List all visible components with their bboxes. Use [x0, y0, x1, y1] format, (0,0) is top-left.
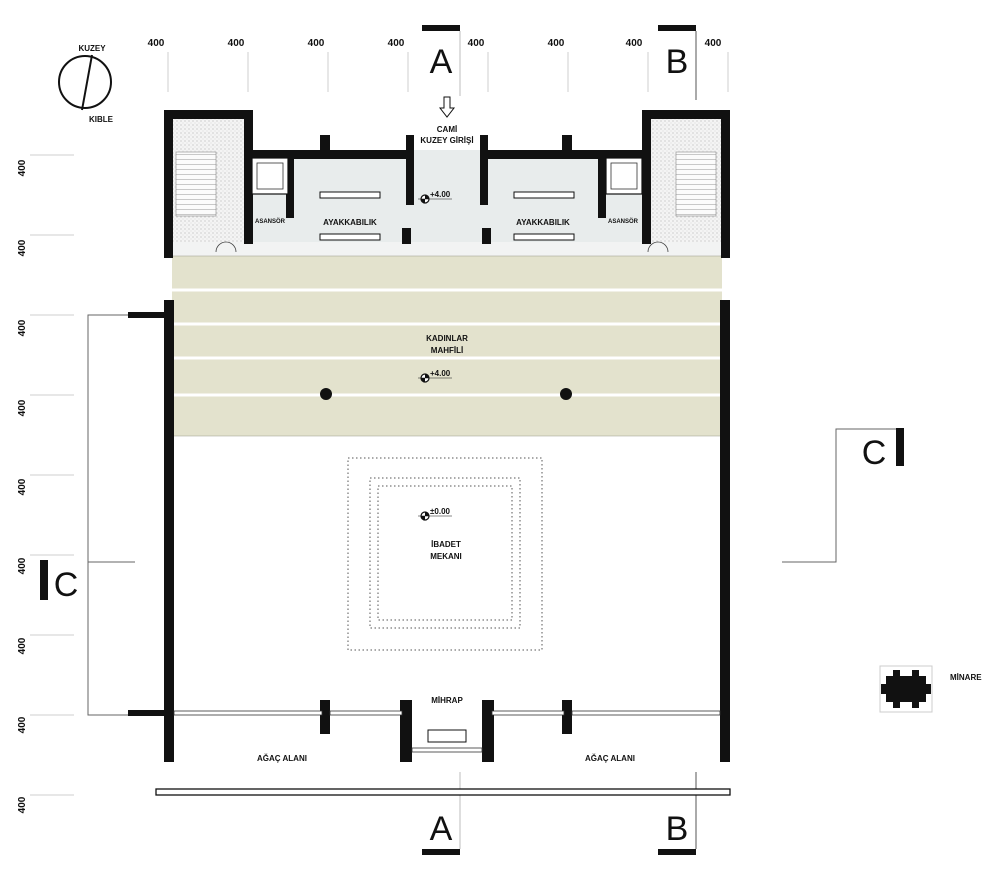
- dim-left-3: 400: [17, 319, 28, 336]
- left-stairs: [175, 151, 217, 217]
- compass-circle-icon: [58, 55, 112, 109]
- minaret-icon: [879, 665, 933, 713]
- site-plinth: [155, 788, 731, 796]
- dim-top-2: 400: [228, 38, 245, 49]
- womens-gallery-label-1: KADINLAR: [426, 334, 468, 343]
- room-labels: CAMİ KUZEY GİRİŞİ AYAKKABILIK AYAKKABILI…: [255, 125, 982, 763]
- womens-gallery-label-2: MAHFİLİ: [431, 346, 463, 355]
- shoe-room-right-label: AYAKKABILIK: [516, 218, 570, 227]
- section-a-label-bottom: A: [430, 810, 453, 848]
- dim-left-5: 400: [17, 478, 28, 495]
- entrance-label-1: CAMİ: [437, 125, 457, 134]
- elevator-left-label: ASANSÖR: [255, 218, 286, 225]
- mihrab-niche: [411, 729, 483, 753]
- entrance-arrow-icon: [438, 96, 456, 118]
- gallery-rows: [172, 288, 722, 397]
- right-stairs: [675, 151, 717, 217]
- section-a-bottom: A: [422, 772, 461, 855]
- dim-left-2: 400: [17, 239, 28, 256]
- dim-left-4: 400: [17, 399, 28, 416]
- dim-left-9: 400: [17, 796, 28, 813]
- section-b-top: B: [658, 25, 697, 100]
- tree-area-right-label: AĞAÇ ALANI: [585, 754, 635, 763]
- compass-north-label: KUZEY: [78, 44, 106, 53]
- prayer-hall-label-1: İBADET: [431, 540, 461, 549]
- dim-left-1: 400: [17, 159, 28, 176]
- level-marker-entrance: +4.00: [418, 190, 452, 204]
- dim-top-1: 400: [148, 38, 165, 49]
- section-b-bottom: B: [658, 772, 697, 855]
- shoe-room-left-label: AYAKKABILIK: [323, 218, 377, 227]
- section-a-label-top: A: [430, 43, 453, 81]
- dim-top-4: 400: [388, 38, 405, 49]
- shoe-benches: [319, 191, 575, 241]
- level-marker-prayer: ±0.00: [418, 507, 452, 521]
- gallery-edge-floor: [172, 242, 722, 256]
- elevator-right-label: ASANSÖR: [608, 218, 639, 225]
- dim-top-8: 400: [705, 38, 722, 49]
- elevators: [251, 157, 643, 195]
- compass: KUZEY KIBLE: [58, 44, 114, 124]
- section-c-right: C: [782, 428, 904, 563]
- section-c-left: C: [40, 314, 135, 716]
- gallery-column-right: [560, 388, 572, 400]
- doors: [215, 241, 669, 253]
- top-dimension-ticks: [167, 52, 729, 92]
- dim-top-5: 400: [468, 38, 485, 49]
- level-entrance: +4.00: [430, 190, 451, 199]
- dim-top-6: 400: [548, 38, 565, 49]
- mihrab-label: MİHRAP: [431, 696, 463, 705]
- gallery-column-left: [320, 388, 332, 400]
- dim-left-8: 400: [17, 716, 28, 733]
- level-gallery: +4.00: [430, 369, 451, 378]
- left-dimension-ticks: [30, 154, 74, 796]
- dim-top-3: 400: [308, 38, 325, 49]
- tree-area-left-label: AĞAÇ ALANI: [257, 754, 307, 763]
- level-prayer: ±0.00: [430, 507, 451, 516]
- top-dimension-labels: 400 400 400 400 400 400 400 400: [148, 38, 722, 49]
- section-a-top: A: [422, 25, 461, 96]
- prayer-hall-label-2: MEKANI: [430, 552, 462, 561]
- gallery-row-outlines: [172, 255, 722, 437]
- level-marker-gallery: +4.00: [418, 369, 452, 383]
- central-dome-outline: [347, 457, 543, 651]
- dim-left-6: 400: [17, 557, 28, 574]
- section-b-label-bottom: B: [666, 810, 689, 848]
- womens-gallery-floor: [172, 256, 722, 436]
- north-arrow-icon: [81, 54, 93, 111]
- section-c-label-right: C: [862, 434, 887, 472]
- section-b-label-top: B: [666, 43, 689, 81]
- section-c-label-left: C: [54, 566, 79, 604]
- south-glazing: [173, 710, 721, 716]
- left-dimension-labels: 400 400 400 400 400 400 400 400 400: [17, 159, 28, 813]
- dim-top-7: 400: [626, 38, 643, 49]
- dim-left-7: 400: [17, 637, 28, 654]
- entrance-label-2: KUZEY GİRİŞİ: [420, 136, 473, 145]
- walls: [128, 110, 730, 762]
- minaret-label: MİNARE: [950, 673, 982, 682]
- compass-qibla-label: KIBLE: [89, 115, 114, 124]
